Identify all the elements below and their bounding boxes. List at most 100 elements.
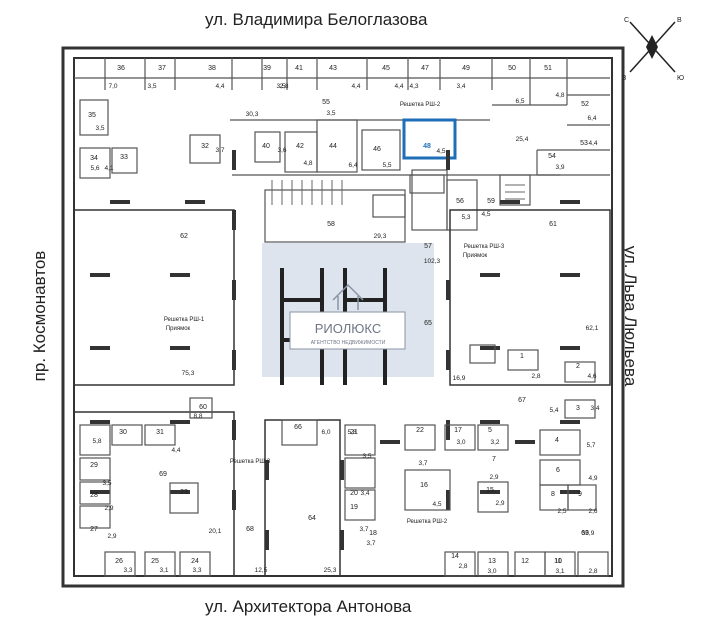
unit-number-54[interactable]: 54: [548, 153, 556, 160]
unit-number-23[interactable]: 23: [180, 489, 188, 496]
unit-area-29: 3,5: [102, 480, 111, 487]
unit-number-37[interactable]: 37: [158, 65, 166, 72]
unit-number-15[interactable]: 15: [486, 487, 494, 494]
unit-number-48[interactable]: 48: [423, 143, 431, 150]
unit-number-29[interactable]: 29: [90, 462, 98, 469]
compass-north: С: [624, 17, 629, 24]
unit-number-68[interactable]: 68: [246, 526, 254, 533]
unit-number-47[interactable]: 47: [421, 65, 429, 72]
unit-number-1[interactable]: 1: [520, 353, 524, 360]
unit-number-66[interactable]: 66: [294, 424, 302, 431]
unit-number-18[interactable]: 18: [369, 530, 377, 537]
stairwell-hatch: [271, 180, 525, 205]
unit-number-69[interactable]: 69: [159, 471, 167, 478]
unit-number-64[interactable]: 64: [308, 515, 316, 522]
unit-number-43[interactable]: 43: [329, 65, 337, 72]
unit-number-59[interactable]: 59: [487, 198, 495, 205]
unit-number-49[interactable]: 49: [462, 65, 470, 72]
grate-labels: Решетка РШ-2 Решетка РШ-3 Приямок Решетк…: [164, 102, 505, 525]
unit-number-21[interactable]: 21: [350, 429, 358, 436]
unit-number-16[interactable]: 16: [420, 482, 428, 489]
unit-number-25[interactable]: 25: [151, 558, 159, 565]
unit-area-59: 4,5: [481, 211, 490, 218]
unit-area-15: 2,9: [495, 500, 504, 507]
unit-number-9[interactable]: 9: [578, 491, 582, 498]
unit-number-58[interactable]: 58: [327, 221, 335, 228]
unit-number-42[interactable]: 42: [296, 143, 304, 150]
unit-number-61[interactable]: 61: [549, 221, 557, 228]
unit-number-12[interactable]: 12: [521, 558, 529, 565]
unit-number-38[interactable]: 38: [208, 65, 216, 72]
unit-number-33[interactable]: 33: [120, 154, 128, 161]
unit-number-20[interactable]: 20: [350, 490, 358, 497]
unit-number-53[interactable]: 53: [580, 140, 588, 147]
unit-number-65[interactable]: 65: [424, 320, 432, 327]
unit-number-39[interactable]: 39: [263, 65, 271, 72]
unit-number-2[interactable]: 2: [576, 363, 580, 370]
unit-number-67[interactable]: 67: [518, 397, 526, 404]
unit-number-3[interactable]: 3: [576, 405, 580, 412]
house-icon: [332, 283, 364, 310]
unit-area-19: 3,7: [359, 526, 368, 533]
unit-area-28: 2,9: [104, 505, 113, 512]
unit-number-51[interactable]: 51: [544, 65, 552, 72]
unit-number-19[interactable]: 19: [350, 504, 358, 511]
unit-number-41[interactable]: 41: [295, 65, 303, 72]
unit-number-17[interactable]: 17: [454, 427, 462, 434]
grate-title: Решетка РШ-1: [164, 317, 205, 323]
grate-title: Решетка РШ-3: [230, 459, 271, 465]
unit-number-34[interactable]: 34: [90, 155, 98, 162]
unit-number-14[interactable]: 14: [451, 553, 459, 560]
unit-number-55[interactable]: 55: [322, 99, 330, 106]
unit-number-35[interactable]: 35: [88, 112, 96, 119]
unit-area-7: 2,9: [489, 474, 498, 481]
unit-number-24[interactable]: 24: [191, 558, 199, 565]
unit-number-27[interactable]: 27: [90, 526, 98, 533]
unit-number-63[interactable]: 63: [581, 530, 589, 537]
unit-number-6[interactable]: 6: [556, 467, 560, 474]
unit-area-34: 5,6: [90, 165, 99, 172]
street-label-bottom: ул. Архитектора Антонова: [205, 597, 412, 616]
unit-number-60[interactable]: 60: [199, 404, 207, 411]
extra-area-labels: 30,3 25,4 5,8: [246, 111, 529, 436]
unit-area-6: 4,9: [588, 475, 597, 482]
unit-number-26[interactable]: 26: [115, 558, 123, 565]
unit-number-5[interactable]: 5: [488, 427, 492, 434]
unit-area-3: 3,4: [590, 405, 599, 412]
unit-number-8[interactable]: 8: [551, 491, 555, 498]
unit-number-44[interactable]: 44: [329, 143, 337, 150]
unit-number-36[interactable]: 36: [117, 65, 125, 72]
unit-number-46[interactable]: 46: [373, 146, 381, 153]
unit-area-1: 2,8: [531, 373, 540, 380]
unit-area-35: 3,5: [95, 125, 104, 132]
unit-area-67: 5,4: [549, 407, 558, 414]
unit-number-57[interactable]: 57: [424, 243, 432, 250]
unit-number-62[interactable]: 62: [180, 233, 188, 240]
structural-columns: [90, 150, 580, 550]
unit-number-45[interactable]: 45: [382, 65, 390, 72]
unit-number-50[interactable]: 50: [508, 65, 516, 72]
unit-48-highlight[interactable]: [402, 118, 457, 160]
unit-number-28[interactable]: 28: [90, 492, 98, 499]
unit-area-49: 3,4: [456, 83, 465, 90]
unit-area-40: 3,6: [277, 147, 286, 154]
logo-name: РИОЛЮКС: [315, 321, 381, 336]
unit-area-13: 3,0: [487, 568, 496, 575]
unit-number-52[interactable]: 52: [581, 101, 589, 108]
unit-number-32[interactable]: 32: [201, 143, 209, 150]
unit-number-4[interactable]: 4: [555, 437, 559, 444]
unit-number-7[interactable]: 7: [492, 456, 496, 463]
unit-number-22[interactable]: 22: [416, 427, 424, 434]
unit-area-60: 8,8: [193, 413, 202, 420]
unit-area-55: 3,5: [326, 110, 335, 117]
unit-number-40[interactable]: 40: [262, 143, 270, 150]
unit-number-30[interactable]: 30: [119, 429, 127, 436]
unit-number-10[interactable]: 10: [554, 558, 562, 565]
unit-number-31[interactable]: 31: [156, 429, 164, 436]
unit-number-11[interactable]: 11: [554, 558, 561, 565]
unit-area-53: 4,4: [588, 140, 597, 147]
unit-number-56[interactable]: 56: [456, 198, 464, 205]
unit-number-13[interactable]: 13: [488, 558, 496, 565]
outer-wall: [61, 46, 625, 588]
